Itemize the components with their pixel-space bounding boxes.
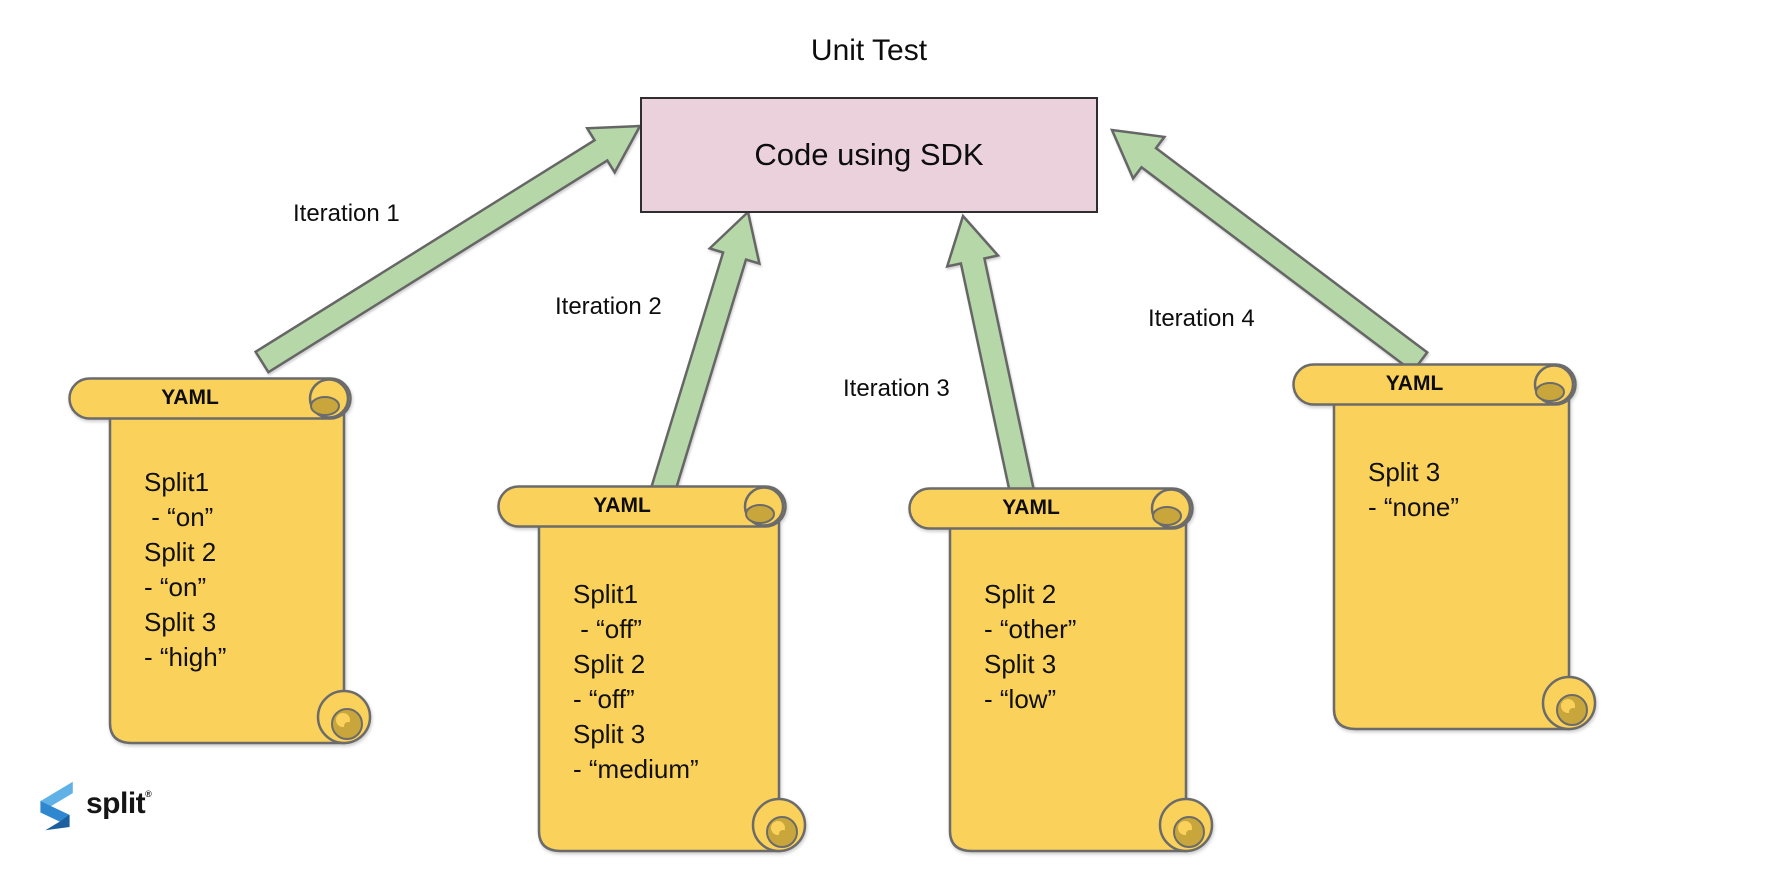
scroll-line: - “off” xyxy=(573,614,642,644)
scroll-shape-icon xyxy=(908,487,1214,853)
scroll-line: - “off” xyxy=(573,684,635,714)
scroll-header: YAML xyxy=(1002,496,1060,519)
scroll-body-text: Split1 - “on” Split 2 - “on” Split 3 - “… xyxy=(144,465,226,675)
scroll-body-text: Split1 - “off” Split 2 - “off” Split 3 -… xyxy=(573,577,699,787)
scroll-header: YAML xyxy=(161,386,219,409)
scroll-line: Split 2 xyxy=(984,579,1057,609)
yaml-scroll-2: YAML Split1 - “off” Split 2 - “off” Spli… xyxy=(497,485,809,859)
scroll-body-text: Split 3 - “none” xyxy=(1368,455,1459,525)
scroll-line: - “other” xyxy=(984,614,1077,644)
yaml-scroll-3: YAML Split 2 - “other” Split 3 - “low” xyxy=(908,487,1216,859)
scroll-header: YAML xyxy=(1385,372,1444,395)
scroll-shape-icon xyxy=(1292,363,1597,731)
scroll-line: Split 3 xyxy=(144,607,217,637)
yaml-scroll-1: YAML Split1 - “on” Split 2 - “on” Split … xyxy=(68,377,374,751)
split-logo: split® xyxy=(34,780,152,832)
trademark-symbol: ® xyxy=(145,789,152,799)
scroll-line: Split1 xyxy=(573,579,639,609)
diagram-title: Unit Test xyxy=(810,34,928,67)
split-logo-text: split® xyxy=(86,787,152,821)
iteration-1-arrow xyxy=(253,124,643,374)
scroll-shape-icon xyxy=(497,485,807,853)
scroll-header: YAML xyxy=(593,494,651,517)
code-using-sdk-label: Code using SDK xyxy=(754,137,984,172)
iteration-3-arrow xyxy=(945,213,1036,496)
iteration-4-label: Iteration 4 xyxy=(1148,305,1255,332)
iteration-2-label: Iteration 2 xyxy=(555,293,662,320)
scroll-line: - “medium” xyxy=(573,754,699,784)
iteration-4-arrow xyxy=(1109,128,1429,374)
iteration-3-label: Iteration 3 xyxy=(843,375,950,402)
yaml-scroll-4: YAML Split 3 - “none” xyxy=(1292,363,1599,737)
scroll-line: Split 3 xyxy=(573,719,646,749)
iteration-1-label: Iteration 1 xyxy=(293,200,400,227)
scroll-line: - “high” xyxy=(144,642,227,672)
scroll-line: - “on” xyxy=(144,502,214,532)
scroll-line: Split1 xyxy=(144,467,210,497)
scroll-shape-icon xyxy=(68,377,372,745)
scroll-body-text: Split 2 - “other” Split 3 - “low” xyxy=(984,577,1076,717)
scroll-line: Split 3 xyxy=(984,649,1057,679)
split-logo-wordmark: split xyxy=(86,787,146,820)
scroll-line: Split 3 xyxy=(1368,457,1441,487)
scroll-line: Split 2 xyxy=(573,649,646,679)
scroll-line: - “none” xyxy=(1368,492,1460,522)
scroll-line: - “low” xyxy=(984,684,1057,714)
code-using-sdk-box: Code using SDK xyxy=(640,97,1098,213)
scroll-line: Split 2 xyxy=(144,537,217,567)
split-logo-icon xyxy=(40,781,73,831)
scroll-line: - “on” xyxy=(144,572,207,602)
iteration-2-arrow xyxy=(646,209,762,506)
